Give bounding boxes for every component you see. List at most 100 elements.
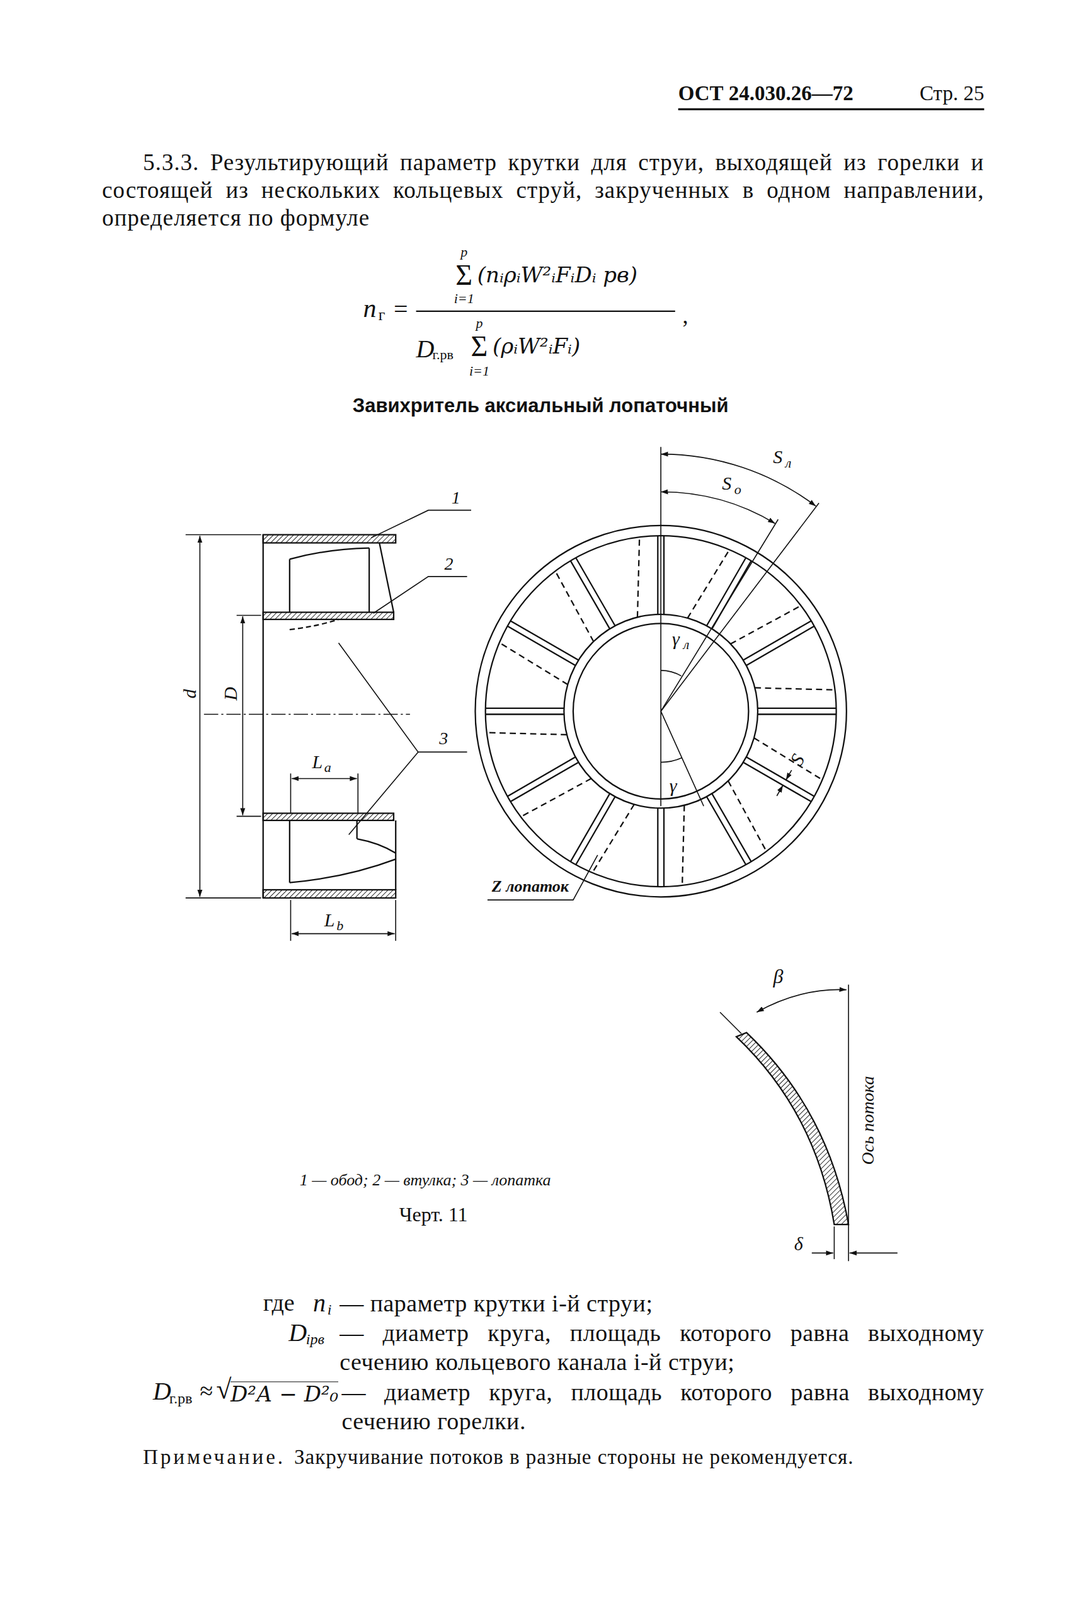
note-heading: Примечание. bbox=[142, 1444, 286, 1468]
dimension-label: L bbox=[324, 908, 336, 931]
dimension-subscript: л bbox=[785, 454, 792, 471]
formula-sign: = bbox=[393, 294, 409, 324]
callout-number: 1 bbox=[451, 487, 461, 508]
hub-section bbox=[263, 813, 394, 821]
formula-term: (ρᵢW²ᵢFᵢ) bbox=[492, 334, 581, 360]
blade-line bbox=[575, 796, 615, 865]
definition-text: — параметр крутки i-й струи; bbox=[339, 1288, 984, 1318]
definition-word: где bbox=[263, 1288, 295, 1317]
hidden-blade-line bbox=[728, 780, 767, 851]
blade-profile bbox=[719, 984, 898, 1262]
center-line bbox=[204, 713, 411, 715]
blade-line bbox=[656, 807, 659, 887]
blade-line bbox=[507, 626, 576, 666]
fraction-bar bbox=[416, 310, 676, 312]
extension-line bbox=[236, 815, 262, 817]
dimension-label: S bbox=[772, 445, 783, 469]
blade-edge bbox=[379, 542, 394, 612]
hidden-blade-line bbox=[753, 737, 823, 780]
blade-line bbox=[711, 793, 751, 862]
blade-line bbox=[746, 626, 815, 666]
angle-label: γ bbox=[669, 774, 678, 797]
dimension-subscript: b bbox=[336, 917, 344, 933]
leader-line bbox=[373, 576, 468, 613]
hidden-blade-line bbox=[592, 803, 634, 872]
axis-line bbox=[660, 446, 662, 711]
blade-curve bbox=[289, 548, 370, 560]
symbol: D bbox=[288, 1317, 307, 1347]
extension-line bbox=[185, 896, 262, 899]
figure-caption: Черт. 11 bbox=[399, 1201, 469, 1226]
formula-sign: , bbox=[682, 302, 689, 329]
blade-curve bbox=[289, 858, 396, 882]
hidden-blade-line bbox=[687, 549, 730, 618]
blade-count-label: Z лопаток bbox=[491, 876, 569, 896]
symbol: n bbox=[313, 1288, 326, 1318]
blade-line bbox=[663, 535, 665, 615]
blade-edge bbox=[356, 820, 358, 839]
dimension-subscript: o bbox=[734, 481, 742, 498]
sum-sign: Σ bbox=[455, 258, 473, 293]
blade-line bbox=[570, 560, 610, 629]
rim-section bbox=[263, 889, 396, 898]
note: Примечание. Закручивание потоков в разные… bbox=[102, 1444, 985, 1468]
angle-line bbox=[660, 519, 778, 711]
edge-line bbox=[262, 534, 264, 898]
hidden-blade-line bbox=[520, 777, 592, 817]
leader-line bbox=[371, 510, 472, 538]
dimension-line bbox=[291, 932, 395, 935]
blade-line bbox=[656, 535, 659, 615]
arc-dimension bbox=[660, 491, 775, 524]
blade-line bbox=[663, 807, 665, 887]
blade-line bbox=[507, 756, 576, 796]
axis-label: Ось потока bbox=[857, 1075, 879, 1165]
dimension-subscript: a bbox=[324, 759, 332, 775]
dimension-label: δ bbox=[794, 1232, 804, 1255]
sum-limit: i=1 bbox=[469, 363, 490, 380]
sum-limit: p bbox=[475, 315, 483, 332]
dimension-line bbox=[291, 777, 358, 780]
part-key: 1 — обод; 2 — втулка; 3 — лопатка bbox=[299, 1170, 552, 1190]
root-sign: √ bbox=[216, 1373, 232, 1406]
hidden-blade-line bbox=[555, 570, 594, 642]
page-header: ОСТ 24.030.26—72 bbox=[678, 81, 854, 106]
blade-line bbox=[485, 713, 565, 715]
blade-line bbox=[570, 793, 610, 862]
symbol: D bbox=[153, 1376, 172, 1406]
sum-limit: p bbox=[460, 243, 468, 260]
blade-line bbox=[485, 707, 565, 709]
callout-number: 2 bbox=[444, 553, 453, 574]
blade-line bbox=[743, 620, 812, 660]
symbol-subscript: i bbox=[327, 1300, 332, 1319]
dimension-label: S bbox=[721, 472, 732, 495]
symbol-subscript: г.рв bbox=[169, 1389, 193, 1408]
extension-line bbox=[185, 534, 262, 536]
blade-line bbox=[510, 620, 579, 660]
extension-line bbox=[236, 614, 262, 617]
side-view bbox=[185, 510, 472, 941]
dimension-arrow bbox=[811, 1252, 834, 1254]
extension-line bbox=[833, 1225, 836, 1259]
blade-edge bbox=[289, 558, 291, 612]
hidden-blade-line bbox=[486, 732, 567, 735]
blade-line bbox=[510, 762, 579, 802]
blade-line bbox=[706, 557, 746, 626]
leader-line bbox=[338, 642, 468, 752]
angle-arc bbox=[756, 988, 846, 1012]
blade-section bbox=[736, 1032, 849, 1224]
paragraph: 5.3.3. Результирующий параметр крутки дл… bbox=[102, 148, 985, 232]
leader-line bbox=[487, 854, 598, 900]
note-text: Закручивание потоков в разные стороны не… bbox=[294, 1444, 854, 1468]
front-view bbox=[474, 446, 846, 900]
definition-text: — диаметр круга, площадь которого равна … bbox=[339, 1317, 984, 1376]
extension-line bbox=[719, 1011, 742, 1034]
dimension-arrow bbox=[786, 769, 792, 780]
definition-text: — диаметр круга, площадь которого равна … bbox=[341, 1376, 984, 1435]
blade-line bbox=[575, 557, 615, 626]
blade-line bbox=[757, 707, 837, 709]
angle-label: γ bbox=[672, 627, 680, 650]
dimension-label: d bbox=[178, 688, 201, 698]
formula-subscript: г.рв bbox=[432, 347, 453, 363]
angle-arc bbox=[660, 670, 681, 676]
